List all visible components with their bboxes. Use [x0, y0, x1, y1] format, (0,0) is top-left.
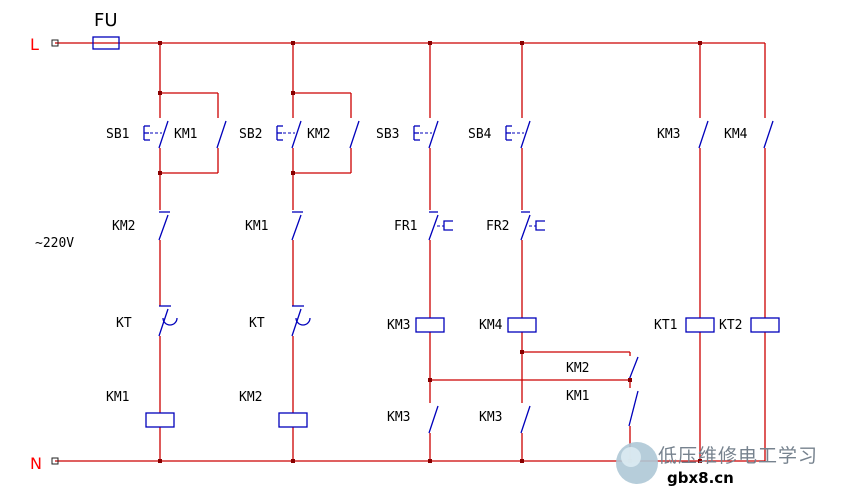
label-sb3: SB3 [376, 127, 399, 142]
label-km1-nc: KM1 [245, 219, 268, 234]
label-sb4: SB4 [468, 127, 492, 142]
label-km2-coil: KM2 [239, 390, 262, 405]
no-contact-km2-interlink [628, 356, 639, 381]
label-line-L: L [30, 35, 39, 54]
label-km2-interlink: KM2 [566, 361, 589, 376]
label-sb2: SB2 [239, 127, 262, 142]
rail-end-marker-N [51, 457, 59, 465]
label-kt1-coil: KT1 [654, 318, 677, 333]
label-sb1: SB1 [106, 127, 129, 142]
branch2-km2-rung: SB2 KM2 KM1 KT KM2 [239, 43, 360, 461]
branch6-kt2-rung: KM4 KT2 [719, 43, 780, 461]
seal-contact-km1 [160, 92, 227, 174]
coil-kt1 [685, 317, 715, 333]
fuse-symbol [92, 36, 120, 50]
pushbutton-sb2 [276, 120, 302, 149]
label-km2-seal: KM2 [307, 127, 330, 142]
timer-contact-kt-2 [291, 305, 311, 337]
label-kt2-coil: KT2 [719, 318, 742, 333]
fuse-fu: FU [92, 10, 120, 50]
no-contact-km3-b5 [698, 120, 709, 149]
branch4-km4-rung: SB4 FR2 KM4 KM3 [468, 43, 630, 461]
branch3-km3-rung: SB3 FR1 KM3 KM3 [376, 43, 630, 461]
label-km4-coil: KM4 [479, 318, 503, 333]
watermark-site: gbx8.cn [667, 469, 734, 487]
no-contact-km1-interlink [628, 390, 639, 427]
overload-contact-fr1 [428, 211, 453, 241]
junction-dots [158, 41, 702, 463]
power-rails: L N ~220V [30, 35, 765, 473]
label-km3-coil: KM3 [387, 318, 410, 333]
label-km1-coil: KM1 [106, 390, 129, 405]
label-fr1: FR1 [394, 219, 417, 234]
rail-end-marker-L [51, 39, 59, 47]
watermark-logo-inner [621, 447, 641, 467]
label-km4-contact-b6: KM4 [724, 127, 748, 142]
coil-km1 [145, 412, 175, 428]
pushbutton-sb3 [413, 120, 439, 149]
label-neutral-N: N [30, 454, 42, 473]
label-fr2: FR2 [486, 219, 509, 234]
coil-km2 [278, 412, 308, 428]
label-voltage: ~220V [35, 236, 74, 251]
pushbutton-sb1 [143, 120, 169, 149]
no-contact-km3-b3 [428, 405, 439, 434]
label-kt-2: KT [249, 316, 265, 331]
label-fuse: FU [94, 10, 118, 31]
branch5-kt1-rung: KM3 KT1 [654, 43, 715, 461]
timer-contact-kt-1 [158, 305, 178, 337]
label-km1-interlink: KM1 [566, 389, 589, 404]
label-km2-nc: KM2 [112, 219, 135, 234]
coil-kt2 [750, 317, 780, 333]
watermark: 低压维修电工学习 gbx8.cn [616, 442, 818, 487]
coil-km3 [415, 317, 445, 333]
label-kt-1: KT [116, 316, 132, 331]
pushbutton-sb4 [505, 120, 531, 149]
nc-contact-km1 [291, 211, 303, 241]
branch1-km1-rung: SB1 KM1 KM2 KT KM1 [106, 43, 227, 461]
no-contact-km3-b4 [520, 405, 531, 434]
label-km3-contact-b3: KM3 [387, 410, 410, 425]
watermark-text: 低压维修电工学习 [658, 445, 818, 467]
interlink-column: KM2 KM1 [566, 352, 639, 461]
overload-contact-fr2 [520, 211, 545, 241]
label-km3-contact-b4: KM3 [479, 410, 502, 425]
nc-contact-km2 [158, 211, 170, 241]
seal-contact-km2 [293, 92, 360, 174]
coil-km4 [507, 317, 537, 333]
label-km1-seal: KM1 [174, 127, 197, 142]
label-km3-contact-b5: KM3 [657, 127, 680, 142]
no-contact-km4-b6 [763, 120, 774, 149]
